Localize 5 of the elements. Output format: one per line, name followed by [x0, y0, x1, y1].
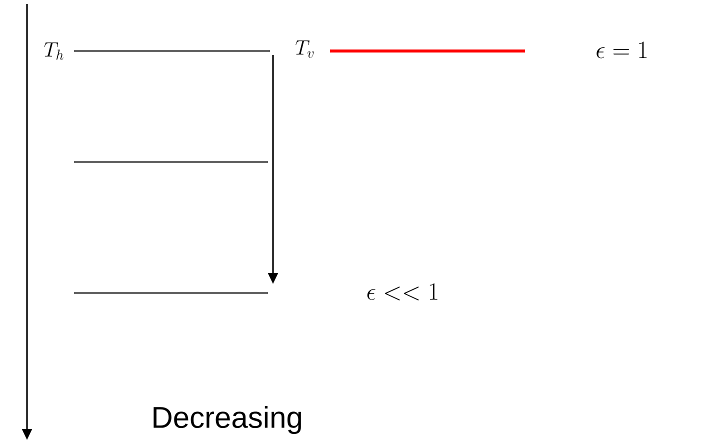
label: Decreasing	[154, 406, 301, 434]
label: $T_v$	[296, 40, 314, 58]
label: $T_h$	[44, 42, 64, 60]
label: $\epsilon << 1$	[367, 283, 438, 300]
label: $\epsilon = 1$	[596, 42, 647, 58]
